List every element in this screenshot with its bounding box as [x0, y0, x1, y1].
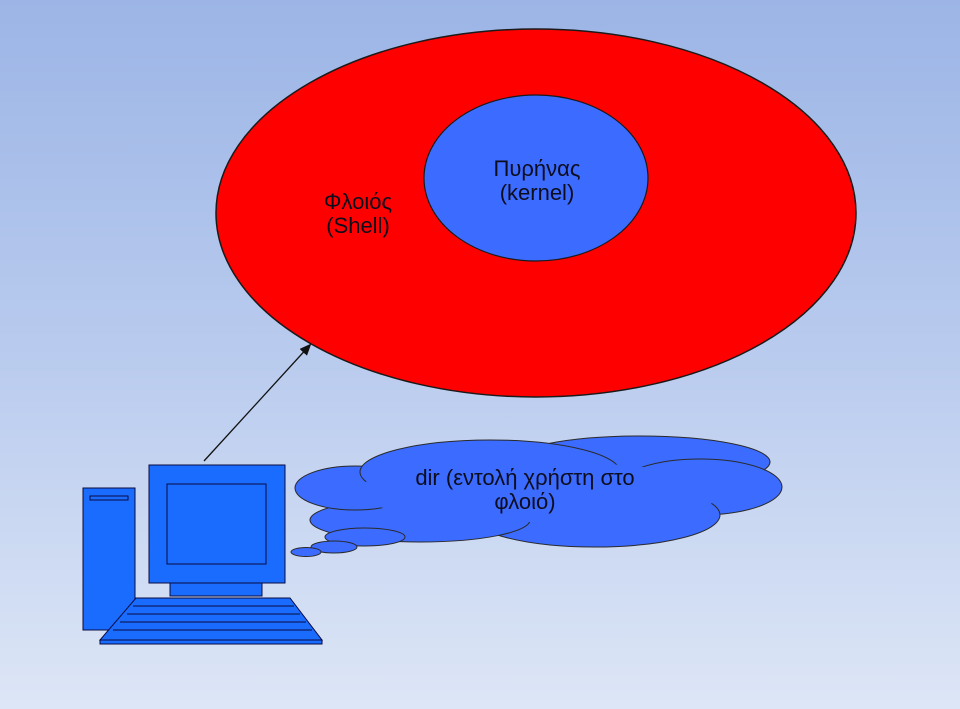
kernel-ellipse	[423, 94, 649, 262]
shell-label-line1: Φλοιός	[323, 189, 393, 214]
drive-slot	[89, 495, 129, 501]
kernel-label: Πυρήνας (kernel)	[452, 157, 622, 205]
monitor-screen	[166, 483, 267, 565]
command-label: dir (εντολή χρήστη στο φλοιό)	[385, 466, 665, 514]
keyboard	[98, 597, 324, 641]
command-label-line1: dir (εντολή χρήστη στο	[415, 465, 635, 490]
shell-label-line2: (Shell)	[326, 213, 390, 238]
kernel-label-line2: (kernel)	[499, 180, 575, 205]
desktop-computer-icon	[82, 464, 324, 645]
monitor-stand	[169, 582, 263, 597]
thought-cloud-icon	[290, 435, 783, 557]
shell-label: Φλοιός (Shell)	[298, 190, 418, 238]
kernel-label-line1: Πυρήνας	[493, 156, 581, 181]
command-label-line2: φλοιό)	[494, 489, 556, 514]
request-arrow	[203, 343, 312, 462]
